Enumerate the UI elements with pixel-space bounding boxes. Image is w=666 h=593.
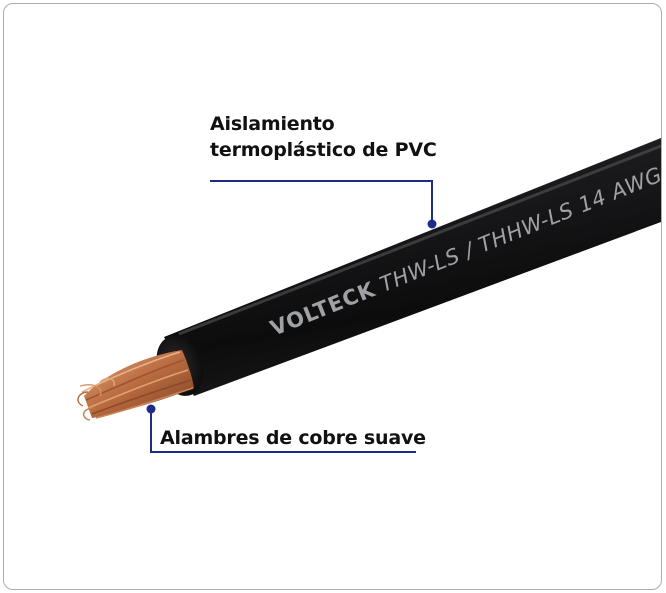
cable-illustration: VOLTECK THW-LS / THHW-LS 14 AWG	[77, 138, 661, 453]
insulation-label-line1: Aislamiento	[210, 113, 335, 135]
copper-callout-line	[146, 404, 416, 453]
insulation-callout-line	[210, 180, 437, 229]
copper-callout-dot	[146, 404, 156, 414]
insulation-label: Aislamiento termoplástico de PVC	[210, 111, 437, 163]
cable-printing: VOLTECK THW-LS / THHW-LS 14 AWG	[267, 162, 661, 340]
insulation-label-line2: termoplástico de PVC	[210, 139, 437, 161]
copper-strands	[77, 350, 194, 421]
image-frame: VOLTECK THW-LS / THHW-LS 14 AWG Aislamie…	[3, 3, 662, 590]
insulation-callout-dot	[427, 219, 437, 229]
copper-label: Alambres de cobre suave	[160, 427, 426, 449]
